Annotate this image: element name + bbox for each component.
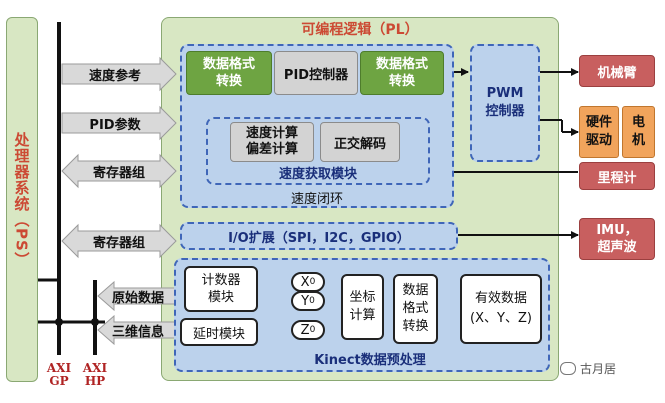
robot-arm-box: 机械臂: [579, 55, 655, 87]
watermark-text: 古月居: [580, 361, 617, 376]
x0-text: X: [300, 274, 310, 290]
imu-box: IMU， 超声波: [579, 218, 655, 260]
axi-gp-line2: GP: [49, 374, 69, 388]
fmt-right-box: 数据格式 转换: [360, 51, 444, 95]
label-regs-1: 寄存器组: [92, 165, 145, 181]
ps-title: 处理器系统（PS）: [12, 131, 31, 268]
ps-panel: [6, 17, 38, 382]
z0-sub: 0: [309, 325, 316, 335]
pwm-label: PWM 控制器: [485, 86, 525, 119]
ps-title-wrap: 处理器系统（PS）: [6, 17, 38, 382]
kinect-label: Kinect数据预处理: [314, 352, 426, 368]
valid-data-box: 有效数据 (X、Y、Z): [460, 274, 542, 344]
io-expansion: I/O扩展（SPI，I2C，GPIO）: [180, 222, 458, 250]
y0-text: Y: [301, 293, 310, 309]
pl-title: 可编程逻辑（PL）: [301, 22, 419, 38]
bus-node-1: [55, 318, 63, 326]
y0-sub: 0: [309, 296, 315, 306]
pwm-controller: PWM 控制器: [470, 44, 540, 162]
label-raw-data: 原始数据: [111, 290, 164, 306]
arrow-regs-1: [61, 153, 177, 189]
kinect-fmt-box: 数据 格式 转换: [393, 274, 438, 344]
speed-acquire-label: 速度获取模块: [278, 166, 357, 182]
wechat-icon: [560, 361, 576, 375]
counter-box: 计数器 模块: [184, 266, 258, 312]
axi-gp-label: AXI GP: [40, 360, 78, 390]
watermark: 古月居: [560, 358, 660, 378]
axi-gp-line1: AXI: [46, 361, 72, 375]
axi-hp-label: AXI HP: [76, 360, 114, 390]
hw-driver-box: 硬件 驱动: [579, 106, 619, 158]
motor-box: 电 机: [622, 106, 655, 158]
odometer-box: 里程计: [579, 162, 655, 190]
label-pid-params: PID参数: [89, 117, 141, 133]
io-label: I/O扩展（SPI，I2C，GPIO）: [228, 230, 410, 246]
arrow-speed-ref: [61, 56, 177, 92]
quad-decode-box: 正交解码: [320, 122, 400, 162]
label-speed-ref: 速度参考: [88, 68, 141, 84]
axi-hp-line2: HP: [84, 374, 106, 388]
arrow-regs-2: [61, 223, 177, 259]
arrow-pid-params: [61, 105, 177, 141]
bus-node-2: [91, 318, 99, 326]
x0-sub: 0: [309, 277, 316, 287]
delay-box: 延时模块: [180, 318, 258, 346]
coord-calc-box: 坐标 计算: [341, 274, 384, 340]
z0-text: Z: [300, 322, 310, 338]
speed-calc-box: 速度计算 偏差计算: [230, 122, 314, 162]
fmt-left-box: 数据格式 转换: [186, 51, 272, 95]
speed-loop-label: 速度闭环: [290, 191, 343, 207]
axi-hp-line1: AXI: [82, 361, 108, 375]
label-3d-info: 三维信息: [111, 324, 164, 340]
pid-box: PID控制器: [274, 51, 358, 95]
label-regs-2: 寄存器组: [92, 235, 145, 251]
